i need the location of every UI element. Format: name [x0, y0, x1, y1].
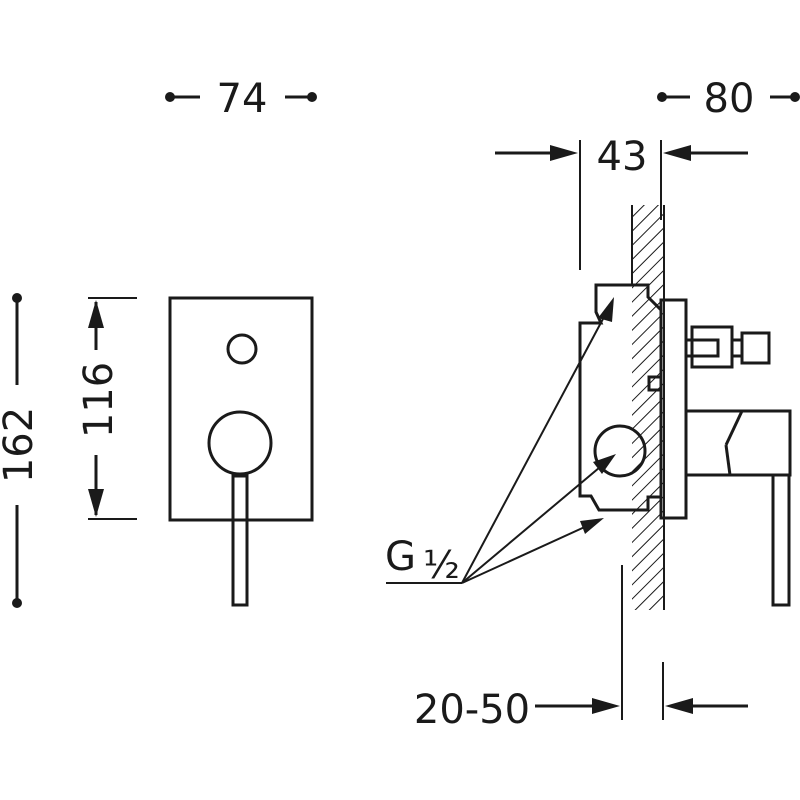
outlet-port — [593, 424, 647, 478]
side-cover-plate — [659, 298, 688, 520]
cover-plate — [168, 296, 314, 522]
lever-handle — [231, 472, 249, 607]
diverter-side — [684, 325, 771, 369]
dimension-dot — [307, 92, 317, 102]
dimension-dot — [790, 92, 800, 102]
body-depth-label: 43 — [597, 134, 648, 180]
side-view: 80 43 — [385, 76, 800, 733]
diverter-knob — [226, 333, 258, 365]
dimension-dot — [12, 598, 22, 608]
lever-hub — [207, 410, 273, 476]
valve-body — [578, 283, 663, 512]
dimension-wall-range: 20-50 — [414, 565, 748, 733]
dimension-plate-width: 74 — [165, 76, 317, 122]
dimension-body-depth: 43 — [495, 134, 748, 270]
thread-size: ½ — [423, 543, 460, 587]
front-view: 74 162 116 — [0, 76, 317, 608]
wall-range-label: 20-50 — [414, 687, 530, 733]
thread-prefix: G — [385, 534, 416, 580]
wall-section — [632, 205, 664, 610]
plate-height-label: 116 — [76, 362, 122, 438]
dimension-plate-height: 116 — [76, 297, 137, 520]
thread-callout: G ½ — [385, 297, 616, 587]
side-depth-label: 80 — [704, 76, 755, 122]
dimension-side-depth: 80 — [657, 76, 800, 122]
overall-height-label: 162 — [0, 407, 42, 483]
dimension-overall-height: 162 — [0, 293, 42, 608]
lever-side — [684, 409, 792, 607]
plate-width-label: 74 — [217, 76, 268, 122]
